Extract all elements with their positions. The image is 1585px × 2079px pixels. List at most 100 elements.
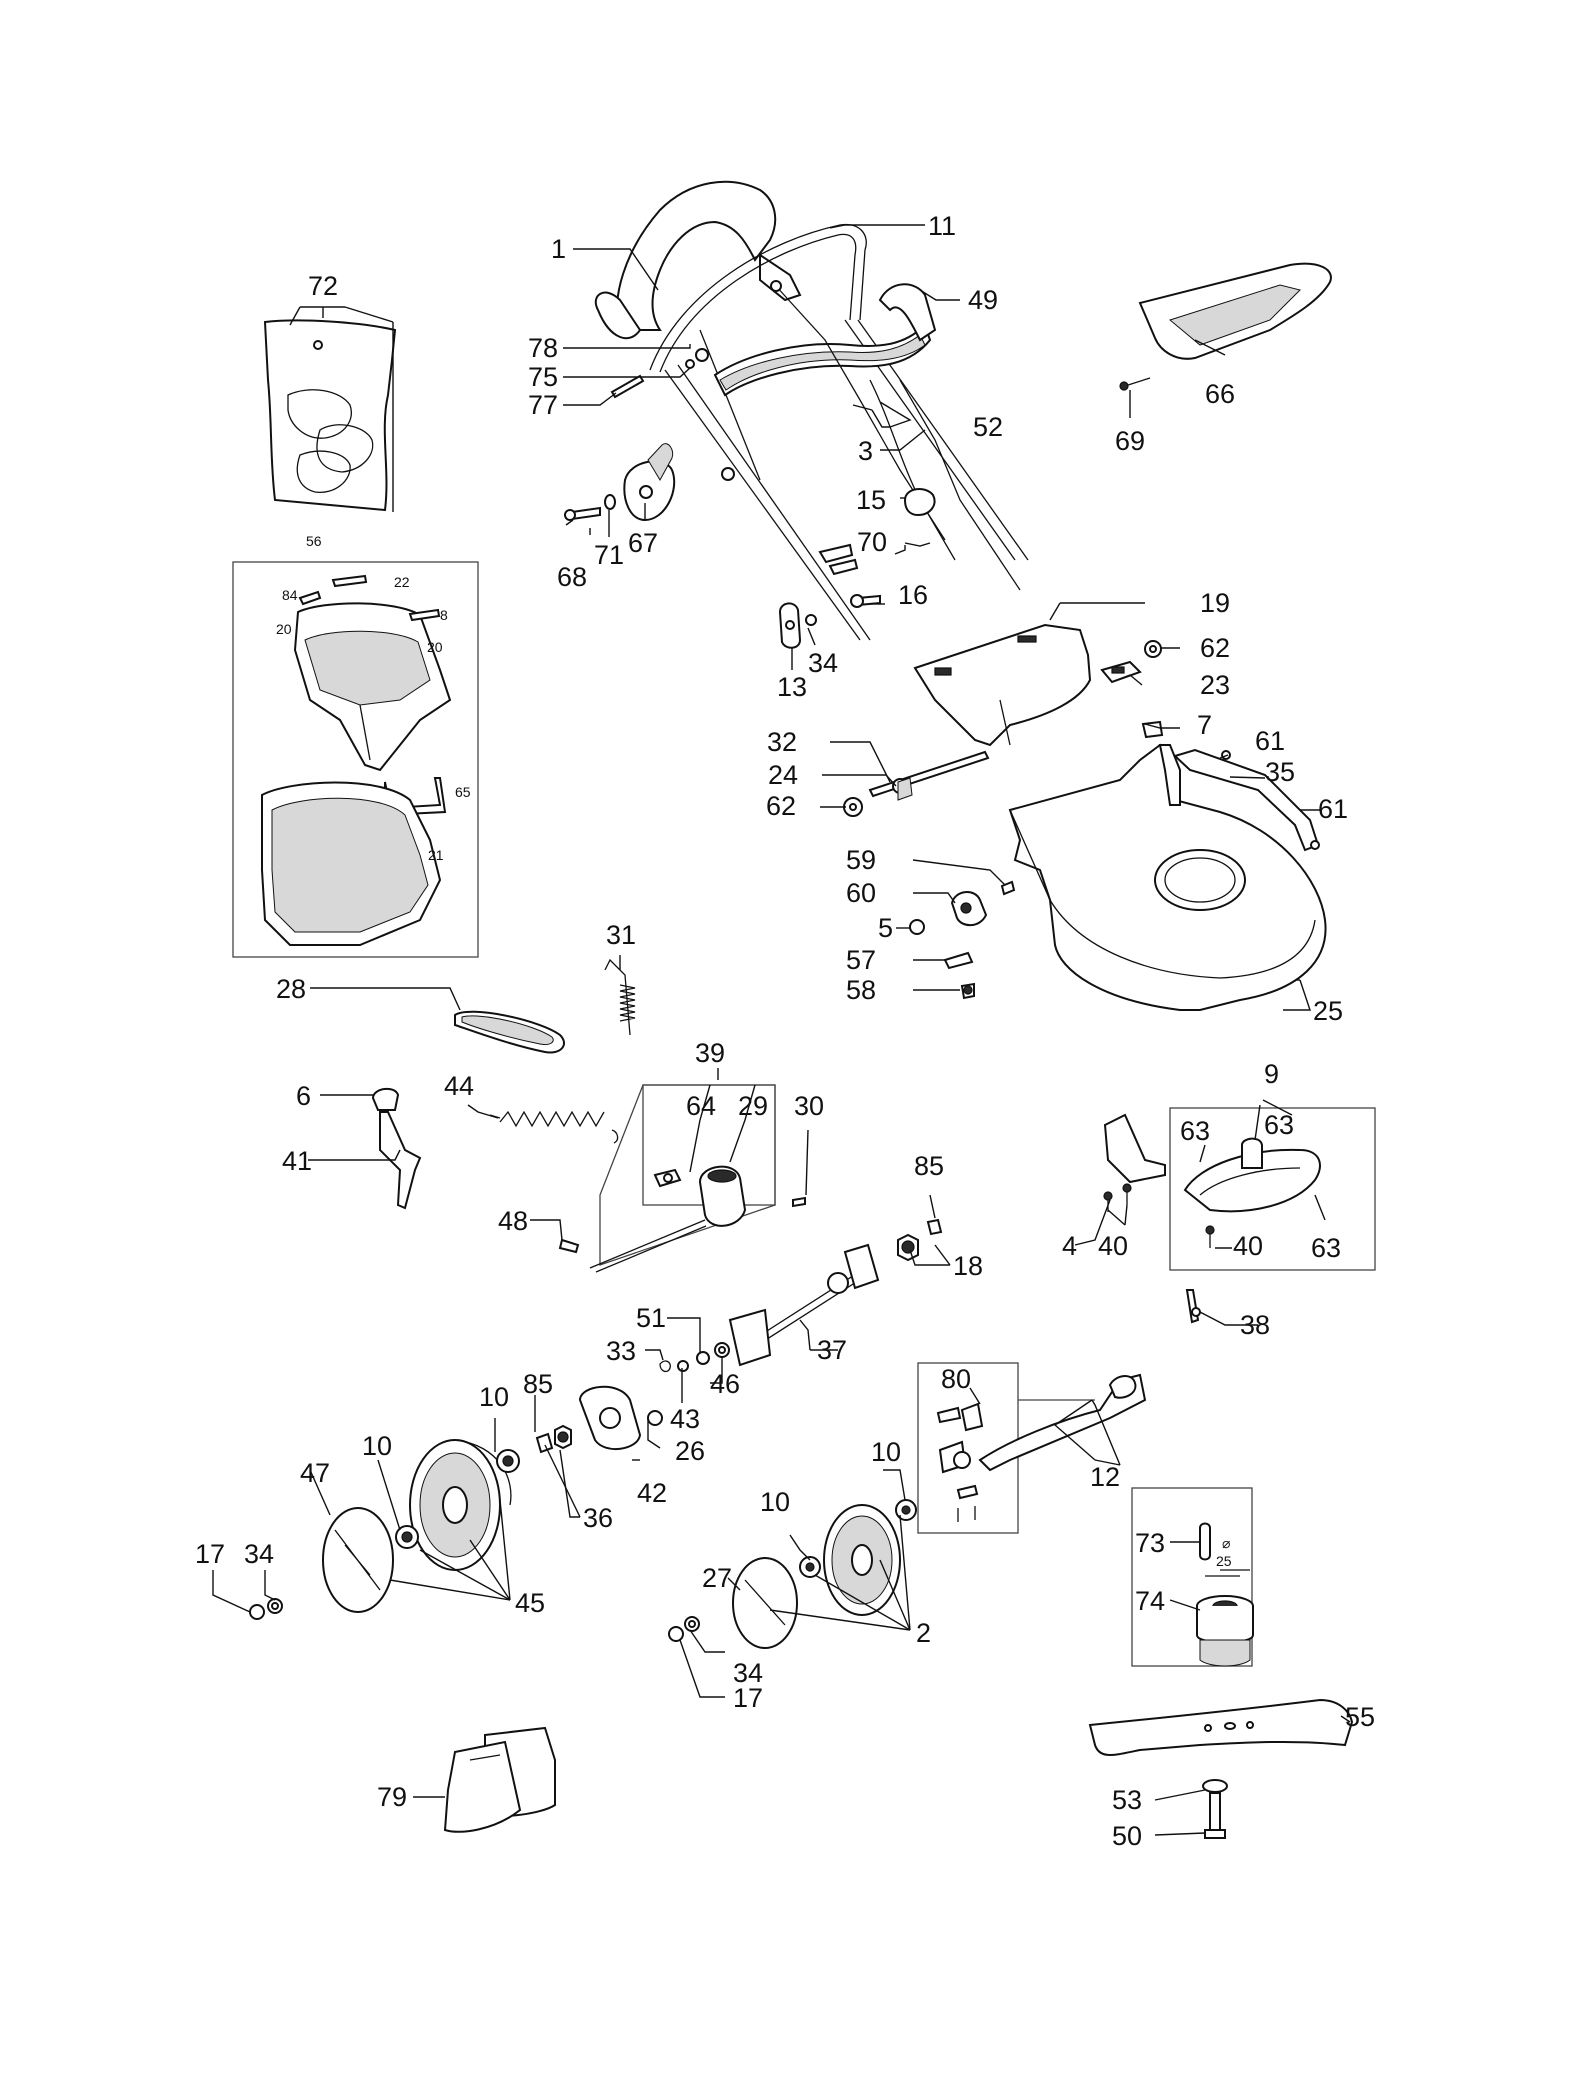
washer-51	[696, 1351, 710, 1365]
bolt-16	[850, 594, 881, 608]
callout-71: 71	[594, 540, 624, 570]
grass-bag-basket-21	[261, 781, 442, 946]
callout-32: 32	[767, 727, 797, 757]
spring-31	[604, 958, 636, 1036]
linkage-parts-80	[936, 1402, 984, 1522]
callout-72: 72	[308, 271, 338, 301]
bearing-10-front-outer	[799, 1556, 821, 1578]
callout-28: 28	[276, 974, 306, 1004]
grass-bag-top-cover	[293, 602, 452, 772]
callout-59: 59	[846, 845, 876, 875]
callout-30: 30	[794, 1091, 824, 1121]
callout-4: 4	[1062, 1231, 1077, 1261]
drive-belt-28	[454, 1010, 565, 1054]
callout-2: 2	[916, 1618, 931, 1648]
hubcap-27	[732, 1557, 798, 1649]
dimension-diameter-value: 25	[1216, 1553, 1232, 1569]
washer-71	[604, 494, 616, 510]
callout-63-bottom: 63	[1311, 1233, 1341, 1263]
wheel-2	[823, 1504, 901, 1616]
callout-9: 9	[1264, 1059, 1279, 1089]
callout-66: 66	[1205, 379, 1235, 409]
bag-tab-84	[298, 590, 322, 606]
callout-85-right: 85	[914, 1151, 944, 1181]
key-73	[1199, 1522, 1211, 1561]
wheel-45	[409, 1439, 512, 1571]
callout-40-left: 40	[1098, 1231, 1128, 1261]
drive-axle-37	[728, 1243, 880, 1367]
callout-64: 64	[686, 1091, 716, 1121]
washer-34-center	[684, 1616, 700, 1632]
spring-44	[489, 1110, 619, 1144]
callout-21: 21	[428, 847, 444, 863]
drive-wheel-cap-42	[578, 1385, 642, 1451]
clip-23	[1100, 660, 1142, 684]
callout-60: 60	[846, 878, 876, 908]
cord-guide-15	[903, 488, 936, 517]
screw-69	[1119, 377, 1151, 391]
callout-43: 43	[670, 1404, 700, 1434]
bearing-10-rear-outer	[395, 1525, 419, 1549]
blade-adapter-74	[1196, 1595, 1254, 1667]
callout-12: 12	[1090, 1462, 1120, 1492]
dimension-marker	[1205, 1569, 1250, 1577]
screw-40-right	[1205, 1225, 1215, 1248]
nut-17-left	[249, 1604, 265, 1620]
callout-3: 3	[858, 436, 873, 466]
callout-29: 29	[738, 1091, 768, 1121]
right-handle-grip	[878, 283, 937, 342]
callout-52: 52	[973, 412, 1003, 442]
washer-61-b	[1310, 840, 1320, 850]
callout-84: 84	[282, 587, 298, 603]
callout-6: 6	[296, 1081, 311, 1111]
mulch-plug-72	[263, 319, 397, 512]
callout-61-right: 61	[1318, 794, 1348, 824]
callout-69: 69	[1115, 426, 1145, 456]
callout-75: 75	[528, 362, 558, 392]
callout-16: 16	[898, 580, 928, 610]
linkage-rod-12	[978, 1373, 1147, 1472]
callout-70: 70	[857, 527, 887, 557]
dimension-diameter-symbol: ⌀	[1222, 1535, 1230, 1551]
callout-51: 51	[636, 1303, 666, 1333]
nut-62-left	[843, 797, 863, 817]
callout-73: 73	[1135, 1528, 1165, 1558]
nut-7	[1141, 720, 1164, 739]
callout-65: 65	[455, 784, 471, 800]
callout-62-left: 62	[766, 791, 796, 821]
screw-58	[960, 982, 975, 1000]
washer-43	[677, 1360, 689, 1372]
callout-10-rear-top: 10	[479, 1382, 509, 1412]
callout-31: 31	[606, 920, 636, 950]
callout-40-right: 40	[1233, 1231, 1263, 1261]
callout-18: 18	[953, 1251, 983, 1281]
callout-38: 38	[1240, 1310, 1270, 1340]
callout-7: 7	[1197, 710, 1212, 740]
bolt-68	[564, 506, 601, 521]
callout-57: 57	[846, 945, 876, 975]
callout-45: 45	[515, 1588, 545, 1618]
callout-67: 67	[628, 528, 658, 558]
callout-10-front-mid: 10	[760, 1487, 790, 1517]
callout-20-right: 20	[427, 639, 443, 655]
callout-37: 37	[817, 1335, 847, 1365]
grass-bag-frame-box-56	[232, 561, 479, 958]
mulch-plug-79	[443, 1726, 556, 1833]
bag-strip-22	[331, 574, 368, 588]
callout-41: 41	[282, 1146, 312, 1176]
nut-5	[909, 919, 925, 935]
callout-34-center: 34	[733, 1658, 763, 1688]
callout-42: 42	[637, 1478, 667, 1508]
nut-26	[647, 1410, 663, 1426]
bracket-60	[950, 891, 988, 927]
callout-77: 77	[528, 390, 558, 420]
nut-62-top	[1144, 640, 1162, 658]
leader-lines	[212, 224, 1351, 1836]
baffle-box-9	[1169, 1107, 1376, 1271]
screws-40-left	[1103, 1183, 1132, 1212]
callout-79: 79	[377, 1782, 407, 1812]
callout-34-top: 34	[808, 648, 838, 678]
callout-39: 39	[695, 1038, 725, 1068]
callout-10-rear-mid: 10	[362, 1431, 392, 1461]
